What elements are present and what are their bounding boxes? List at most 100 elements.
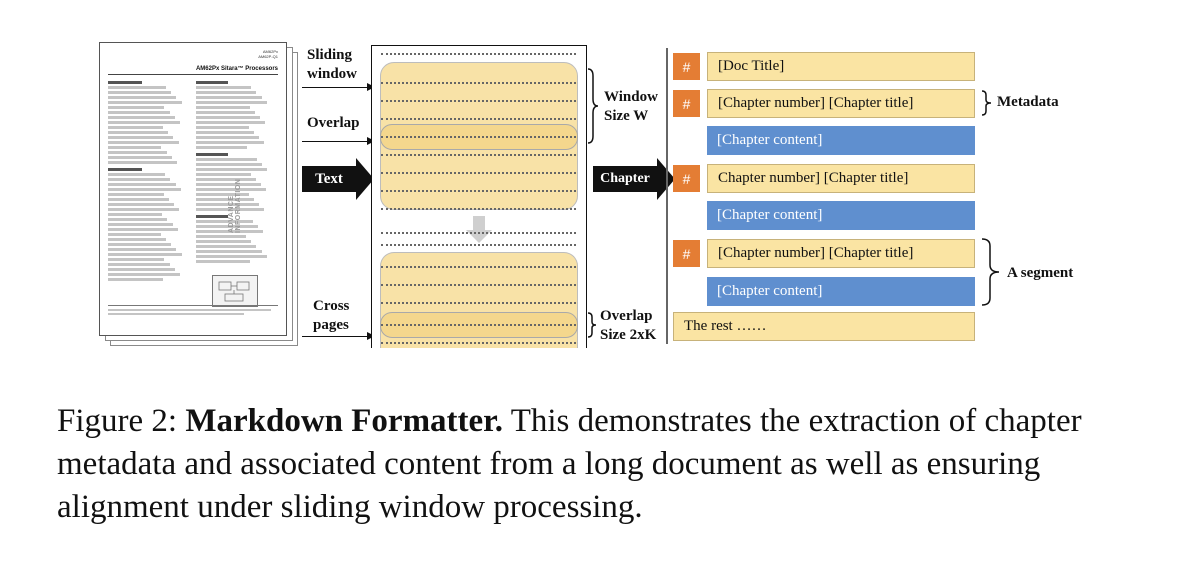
document-text-line <box>196 230 263 233</box>
caption-prefix: Figure 2: <box>57 403 186 439</box>
document-text-line <box>108 203 174 206</box>
document-text-line <box>108 218 168 221</box>
document-text-line <box>108 208 180 211</box>
document-watermark: ADVANCE INFORMATION <box>228 178 242 233</box>
caption-bold: Markdown Formatter. <box>185 403 504 439</box>
cross-pages-arrow <box>302 331 375 340</box>
document-text-line <box>108 183 176 186</box>
document-text-line <box>108 131 168 134</box>
document-text-line <box>196 193 250 196</box>
document-text-line <box>108 136 174 139</box>
hash-marker-icon: # <box>673 53 700 80</box>
document-text-line <box>196 153 229 156</box>
document-text-column-right <box>196 77 268 265</box>
document-text-line <box>108 223 173 226</box>
document-text-line <box>108 268 175 271</box>
text-arrow: Text <box>302 158 374 200</box>
dotted-text-line <box>381 82 576 84</box>
dotted-text-line <box>381 172 576 174</box>
metadata-chunk: Chapter number] [Chapter title] <box>707 164 975 193</box>
dotted-text-line <box>381 244 576 246</box>
dotted-text-line <box>381 154 576 156</box>
document-text-line <box>196 168 268 171</box>
chapter-arrow: Chapter <box>593 158 675 200</box>
document-text-line <box>108 193 164 196</box>
window-size-brace-icon <box>587 68 599 144</box>
document-text-line <box>196 146 248 149</box>
output-divider <box>666 48 668 344</box>
document-text-line <box>108 156 172 159</box>
document-text-line <box>196 183 261 186</box>
dotted-text-line <box>381 342 576 344</box>
content-chunk: [Chapter content] <box>707 277 975 306</box>
overlap-label: Overlap <box>307 115 360 131</box>
document-text-line <box>108 106 165 109</box>
document-text-line <box>108 126 163 129</box>
segment-brace-icon <box>981 238 1000 306</box>
dotted-text-line <box>381 324 576 326</box>
document-text-line <box>196 136 259 139</box>
document-text-line <box>108 178 171 181</box>
hash-marker-icon: # <box>673 240 700 267</box>
document-text-line <box>196 225 258 228</box>
caption-text: This demonstrates the extraction of chap… <box>57 403 1082 525</box>
document-text-line <box>108 168 142 171</box>
dotted-text-line <box>381 190 576 192</box>
document-footer <box>108 305 278 320</box>
document-text-line <box>196 163 263 166</box>
document-text-line <box>196 178 256 181</box>
document-text-line <box>196 111 256 114</box>
metadata-label: Metadata <box>997 94 1059 110</box>
document-text-line <box>196 101 267 104</box>
document-text-line <box>108 278 163 281</box>
document-text-line <box>108 228 178 231</box>
dotted-text-line <box>381 136 576 138</box>
text-arrow-head <box>356 158 374 200</box>
document-text-line <box>196 235 247 238</box>
document-text-line <box>108 238 166 241</box>
dotted-text-line <box>381 284 576 286</box>
document-text-line <box>196 126 249 129</box>
document-text-line <box>108 81 142 84</box>
document-text-line <box>108 116 175 119</box>
document-text-line <box>196 96 262 99</box>
document-block-diagram-icon <box>212 275 258 307</box>
document-text-line <box>108 146 162 149</box>
overlap-size-label: Overlap Size 2xK <box>600 308 657 343</box>
document-text-line <box>108 173 165 176</box>
document-text-line <box>108 258 165 261</box>
document-text-line <box>108 96 177 99</box>
document-text-line <box>108 161 177 164</box>
window-size-label: Window Size W <box>604 89 658 124</box>
document-text-column-left <box>108 77 183 283</box>
content-chunk: [Chapter content] <box>707 201 975 230</box>
document-text-line <box>108 273 180 276</box>
dotted-text-line <box>381 232 576 234</box>
document-text-line <box>108 248 177 251</box>
document-text-line <box>196 173 251 176</box>
document-text-line <box>196 131 254 134</box>
document-text-line <box>108 188 181 191</box>
document-text-line <box>196 116 261 119</box>
document-text-line <box>196 106 250 109</box>
document-text-line <box>196 220 253 223</box>
document-text-line <box>108 263 170 266</box>
document-title: AM62Px Sitara™ Processors <box>108 66 278 75</box>
text-arrow-label: Text <box>302 166 356 192</box>
document-text-line <box>196 208 265 211</box>
document-text-line <box>108 233 161 236</box>
document-text-line <box>108 101 182 104</box>
document-text-line <box>196 215 229 218</box>
document-text-line <box>196 91 257 94</box>
document-text-line <box>108 151 167 154</box>
down-arrow-icon <box>466 216 492 243</box>
document-text-line <box>108 91 171 94</box>
document-text-line <box>196 188 266 191</box>
chapter-arrow-label: Chapter <box>593 166 657 192</box>
overlap-size-brace-icon <box>587 312 597 338</box>
document-text-line <box>196 198 255 201</box>
overlap-arrow <box>302 136 375 145</box>
metadata-chunk: [Chapter number] [Chapter title] <box>707 239 975 268</box>
content-chunk: [Chapter content] <box>707 126 975 155</box>
metadata-chunk: [Doc Title] <box>707 52 975 81</box>
